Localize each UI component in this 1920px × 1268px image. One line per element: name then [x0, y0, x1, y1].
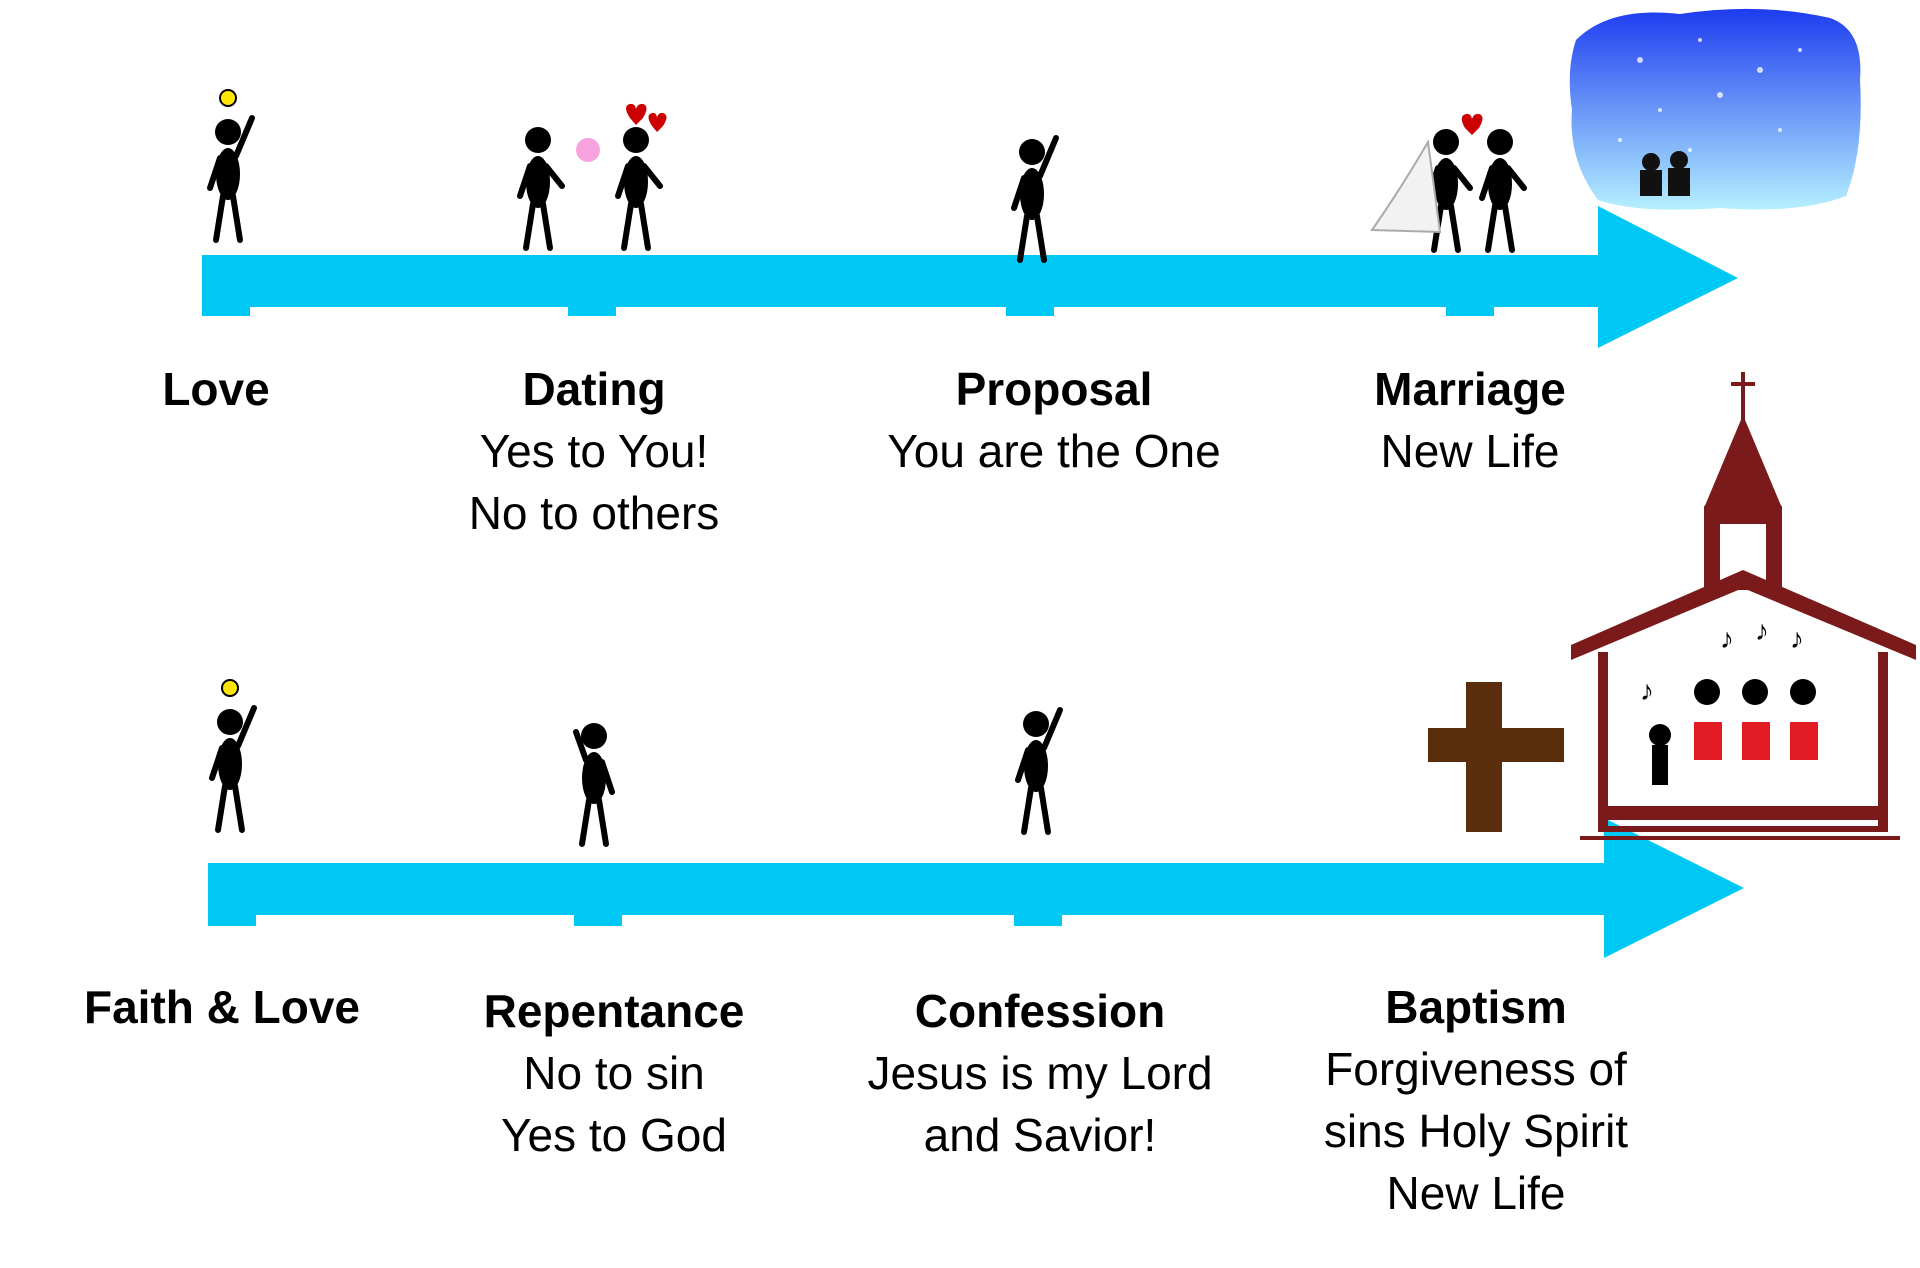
raised-hand-person-icon — [1015, 707, 1063, 835]
dating-hearts-icon — [626, 103, 667, 132]
step-description-line: Yes to You! — [479, 425, 709, 477]
step-title: Proposal — [955, 363, 1153, 415]
wooden-cross-icon — [1428, 682, 1564, 832]
lightbulb-icon — [219, 89, 237, 107]
choir-singers: ♪ ♪ ♪ ♪ — [1640, 615, 1818, 785]
step-description-line: You are the One — [887, 425, 1221, 477]
step-label: Love — [0, 358, 436, 420]
step-description-line: Forgiveness of — [1325, 1043, 1627, 1095]
timeline-arrow-bottom — [208, 818, 1744, 958]
step-description-line: No to others — [468, 487, 720, 539]
heart-icon — [1461, 113, 1483, 135]
step-description-line: New Life — [1386, 1167, 1566, 1219]
idea-person-icon — [207, 115, 255, 243]
couple-flower-icon — [517, 127, 565, 251]
step-title: Baptism — [1385, 981, 1567, 1033]
wedding-couple-icon — [1479, 129, 1527, 253]
flower-icon — [576, 138, 600, 162]
svg-text:♪: ♪ — [1640, 675, 1654, 706]
step-title: Faith & Love — [83, 981, 361, 1033]
thinking-person-icon — [573, 723, 615, 847]
step-title: Confession — [914, 985, 1166, 1037]
step-description-line: Jesus is my Lord — [867, 1047, 1213, 1099]
church-choir-icon — [1571, 372, 1916, 840]
step-label: Faith & Love — [2, 976, 442, 1038]
svg-text:♪: ♪ — [1790, 623, 1804, 654]
svg-text:♪: ♪ — [1755, 615, 1769, 646]
wedding-veil-icon — [1370, 138, 1442, 234]
heaven-cloud-icon — [1569, 8, 1861, 210]
step-title: Repentance — [483, 985, 745, 1037]
lightbulb-icon — [221, 679, 239, 697]
wedding-couple-icon — [1425, 129, 1473, 253]
step-description-line: sins Holy Spirit — [1323, 1105, 1629, 1157]
step-description-line: New Life — [1380, 425, 1560, 477]
couple-flower-icon — [615, 127, 663, 251]
step-title: Love — [162, 363, 270, 415]
kneeling-proposal-icon — [1011, 135, 1059, 263]
step-title: Marriage — [1374, 363, 1566, 415]
step-description-line: No to sin — [523, 1047, 705, 1099]
idea-person-icon — [209, 705, 257, 833]
step-title: Dating — [522, 363, 666, 415]
svg-text:♪: ♪ — [1720, 623, 1734, 654]
step-description-line: Yes to God — [501, 1109, 727, 1161]
timeline-arrow-top — [202, 206, 1738, 348]
step-description-line: and Savior! — [923, 1109, 1157, 1161]
